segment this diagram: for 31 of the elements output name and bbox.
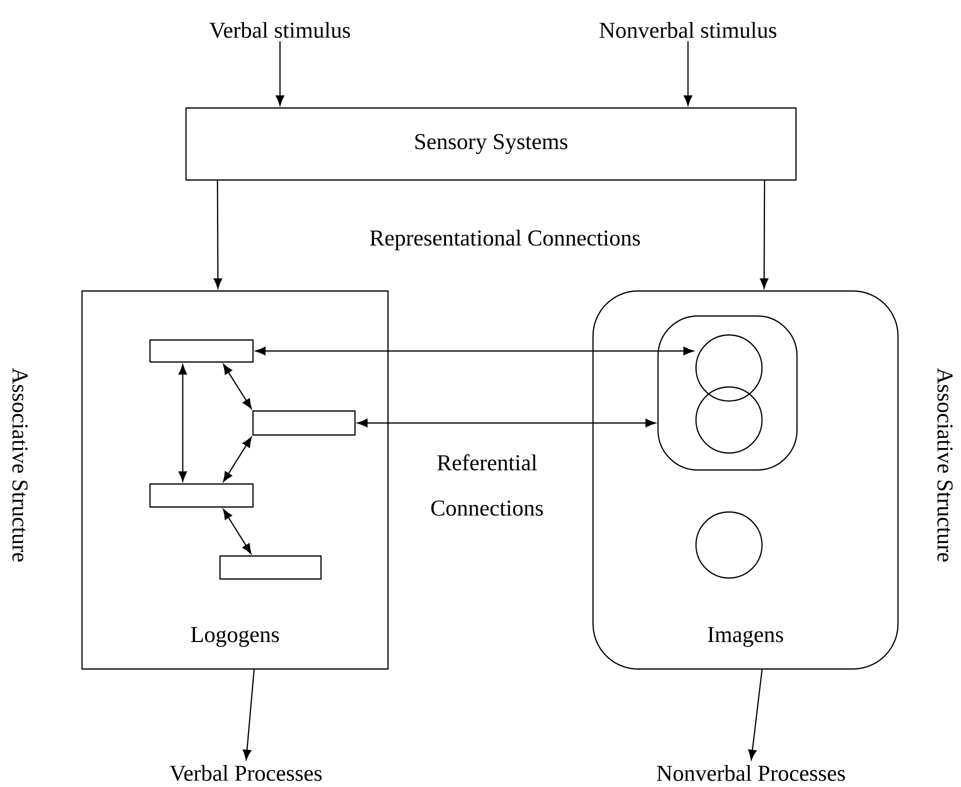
- arrow: [223, 437, 252, 482]
- circle: [695, 511, 763, 579]
- circle: [695, 386, 763, 454]
- word-box: [149, 483, 254, 508]
- arrow: [223, 364, 252, 409]
- arrow: [255, 346, 694, 356]
- arrow: [242, 670, 255, 760]
- word-box: [252, 410, 356, 436]
- node-label: Nonverbal stimulus: [600, 22, 776, 38]
- circle: [695, 334, 763, 402]
- arrow: [684, 41, 692, 106]
- arrow: [223, 509, 252, 554]
- node-label: Verbal Processes: [170, 764, 322, 782]
- arrow: [357, 418, 656, 428]
- connection-label: Representational Connections: [370, 230, 640, 250]
- arrow: [748, 670, 763, 760]
- arrow: [760, 180, 768, 289]
- process-box: Imagens: [592, 290, 899, 670]
- node-label: Verbal stimulus: [209, 22, 350, 38]
- arrow: [178, 364, 187, 482]
- arrow: [214, 180, 222, 289]
- word-box: [219, 555, 322, 580]
- word-box: [149, 339, 254, 363]
- node-label: Nonverbal Processes: [656, 765, 845, 781]
- side-label: Associative Structure: [12, 368, 28, 562]
- process-box: Sensory Systems: [185, 107, 797, 181]
- arrow: [276, 41, 284, 106]
- connection-label: Referential Connections: [431, 454, 543, 516]
- process-box: Logogens: [81, 290, 389, 670]
- rounded-box: [657, 315, 798, 471]
- side-label: Associative Structure: [937, 368, 953, 562]
